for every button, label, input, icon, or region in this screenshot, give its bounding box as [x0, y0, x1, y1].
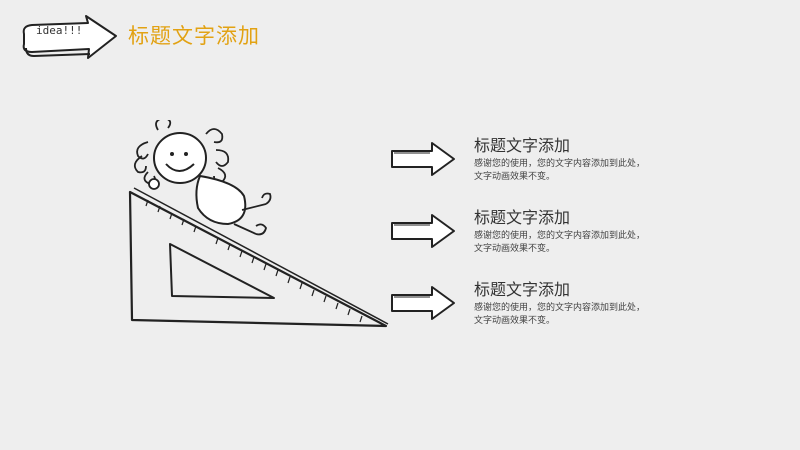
item-description-line: 感谢您的使用，您的文字内容添加到此处，: [474, 231, 646, 241]
logo-text: idea!!!: [36, 24, 83, 37]
item-description-line: 感谢您的使用，您的文字内容添加到此处，: [474, 303, 646, 313]
girl-sliding-ruler-illustration: [128, 120, 389, 328]
idea-arrow-icon: [22, 15, 117, 59]
item-description: 感谢您的使用，您的文字内容添加到此处， 文字动画效果不变。: [474, 230, 714, 256]
item-description-line: 文字动画效果不变。: [474, 316, 556, 326]
arrow-right-icon: [391, 142, 455, 176]
item-title: 标题文字添加: [474, 136, 571, 155]
item-description-line: 文字动画效果不变。: [474, 244, 556, 254]
page-title: 标题文字添加: [128, 24, 260, 48]
arrow-right-icon: [391, 286, 455, 320]
item-title: 标题文字添加: [474, 280, 571, 299]
item-description: 感谢您的使用，您的文字内容添加到此处， 文字动画效果不变。: [474, 302, 714, 328]
item-description-line: 感谢您的使用，您的文字内容添加到此处，: [474, 159, 646, 169]
item-description: 感谢您的使用，您的文字内容添加到此处， 文字动画效果不变。: [474, 158, 714, 184]
item-title: 标题文字添加: [474, 208, 571, 227]
item-description-line: 文字动画效果不变。: [474, 172, 556, 182]
arrow-right-icon: [391, 214, 455, 248]
